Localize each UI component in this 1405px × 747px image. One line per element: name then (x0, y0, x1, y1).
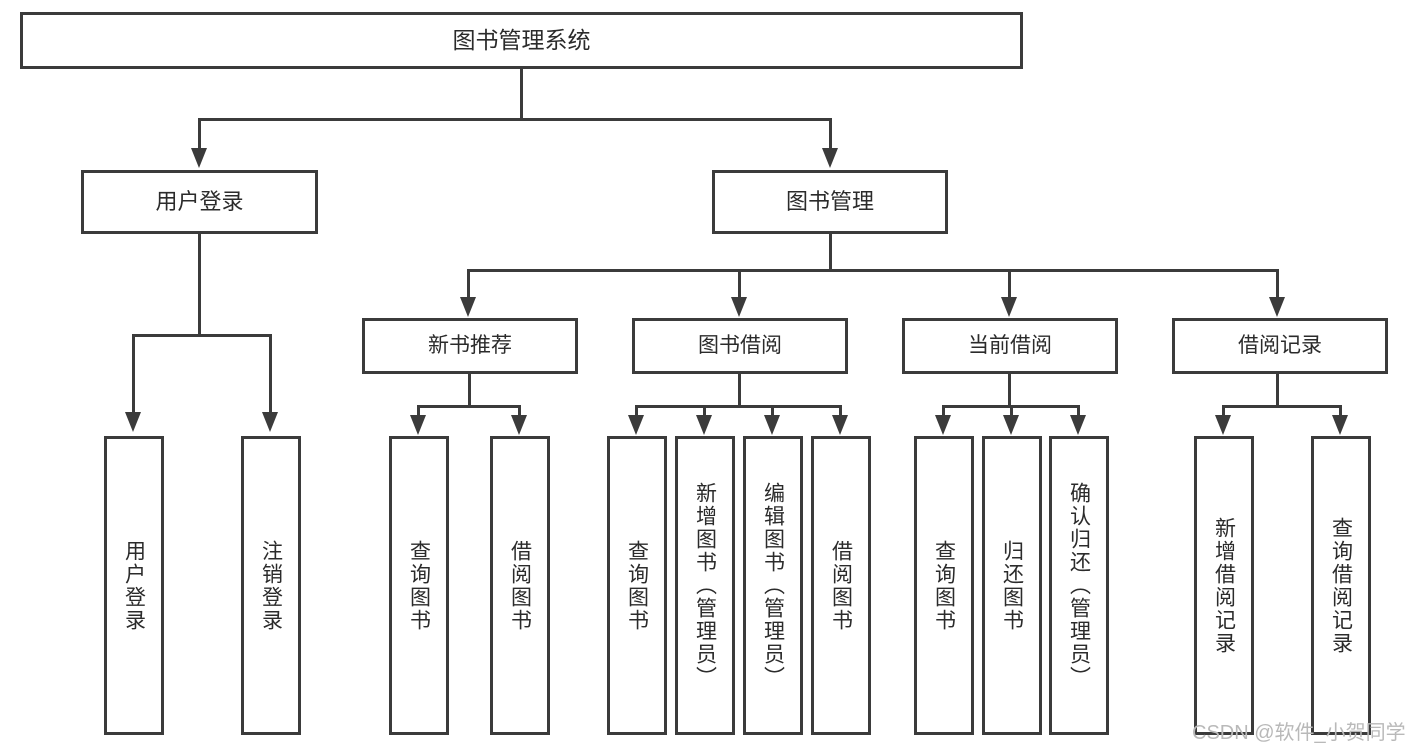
leaf-logout-label: 注销登录 (259, 539, 283, 632)
connector-to-new-book-recommend (467, 269, 470, 299)
arrowhead-leaf6 (696, 415, 712, 435)
connector-book-borrow-bar (635, 405, 842, 408)
leaf-query-book-current-label: 查询图书 (932, 539, 956, 632)
node-borrow-record[interactable]: 借阅记录 (1172, 318, 1388, 374)
connector-book-borrow-stem (738, 374, 741, 408)
arrowhead-leaf2 (262, 412, 278, 432)
node-new-book-recommend-label: 新书推荐 (428, 333, 512, 357)
connector-to-book-borrow (738, 269, 741, 299)
leaf-return-book[interactable]: 归还图书 (982, 436, 1042, 735)
connector-user-login-stem (198, 234, 201, 336)
leaf-logout[interactable]: 注销登录 (241, 436, 301, 735)
leaf-edit-book-admin-label: 编辑图书（管理员） (761, 482, 785, 689)
leaf-add-borrow-record[interactable]: 新增借阅记录 (1194, 436, 1254, 735)
arrowhead-book-borrow (731, 297, 747, 317)
connector-cb-leaf11 (1077, 405, 1080, 417)
connector-bb-leaf8 (839, 405, 842, 417)
node-current-borrow-label: 当前借阅 (968, 333, 1052, 357)
leaf-query-book-recommend-label: 查询图书 (407, 539, 431, 632)
node-book-borrow[interactable]: 图书借阅 (632, 318, 848, 374)
leaf-borrow-book-recommend[interactable]: 借阅图书 (490, 436, 550, 735)
node-root[interactable]: 图书管理系统 (20, 12, 1023, 69)
arrowhead-leaf4 (511, 415, 527, 435)
connector-to-current-borrow (1008, 269, 1011, 299)
leaf-query-book-current[interactable]: 查询图书 (914, 436, 974, 735)
node-book-manage[interactable]: 图书管理 (712, 170, 948, 234)
arrowhead-leaf11 (1070, 415, 1086, 435)
connector-bb-leaf7 (771, 405, 774, 417)
leaf-borrow-book[interactable]: 借阅图书 (811, 436, 871, 735)
arrowhead-leaf1 (125, 412, 141, 432)
arrowhead-leaf3 (410, 415, 426, 435)
connector-root-to-book-manage (829, 118, 832, 151)
node-book-borrow-label: 图书借阅 (698, 333, 782, 357)
leaf-borrow-book-recommend-label: 借阅图书 (508, 539, 532, 632)
csdn-watermark: CSDN @软件_小贺同学 (1192, 722, 1405, 744)
connector-nbr-leaf3 (417, 405, 420, 417)
node-new-book-recommend[interactable]: 新书推荐 (362, 318, 578, 374)
connector-bb-leaf5 (635, 405, 638, 417)
leaf-query-book-borrow[interactable]: 查询图书 (607, 436, 667, 735)
arrowhead-new-book-recommend (460, 297, 476, 317)
leaf-query-book-borrow-label: 查询图书 (625, 539, 649, 632)
node-user-login-label: 用户登录 (155, 189, 244, 215)
connector-user-login-to-leaf2 (269, 334, 272, 414)
leaf-borrow-book-label: 借阅图书 (829, 539, 853, 632)
connector-user-login-bar (132, 334, 271, 337)
arrowhead-borrow-record (1269, 297, 1285, 317)
arrowhead-leaf5 (628, 415, 644, 435)
leaf-confirm-return-admin[interactable]: 确认归还（管理员） (1049, 436, 1109, 735)
connector-borrow-record-bar (1222, 405, 1342, 408)
leaf-add-book-admin[interactable]: 新增图书（管理员） (675, 436, 735, 735)
connector-br-leaf13 (1339, 405, 1342, 417)
arrowhead-leaf8 (832, 415, 848, 435)
connector-book-manage-bar (467, 269, 1279, 272)
leaf-edit-book-admin[interactable]: 编辑图书（管理员） (743, 436, 803, 735)
connector-new-book-recommend-bar (417, 405, 521, 408)
node-book-manage-label: 图书管理 (785, 189, 874, 215)
leaf-user-login-label: 用户登录 (122, 539, 146, 632)
connector-to-borrow-record (1276, 269, 1279, 299)
connector-cb-leaf10 (1010, 405, 1013, 417)
leaf-add-book-admin-label: 新增图书（管理员） (693, 482, 717, 689)
connector-br-leaf12 (1222, 405, 1225, 417)
arrowhead-current-borrow (1001, 297, 1017, 317)
leaf-query-borrow-record[interactable]: 查询借阅记录 (1311, 436, 1371, 735)
connector-user-login-to-leaf1 (132, 334, 135, 414)
node-user-login[interactable]: 用户登录 (81, 170, 318, 234)
node-current-borrow[interactable]: 当前借阅 (902, 318, 1118, 374)
connector-book-manage-stem (829, 234, 832, 272)
connector-root-bar (198, 118, 832, 121)
connector-nbr-leaf4 (518, 405, 521, 417)
connector-root-to-user-login (198, 118, 201, 151)
arrowhead-leaf13 (1332, 415, 1348, 435)
arrowhead-root-to-book-manage (822, 148, 838, 168)
node-root-label: 图书管理系统 (452, 26, 591, 53)
arrowhead-leaf7 (764, 415, 780, 435)
leaf-query-borrow-record-label: 查询借阅记录 (1329, 516, 1353, 655)
node-borrow-record-label: 借阅记录 (1238, 333, 1322, 357)
connector-root-stem (520, 69, 523, 119)
leaf-return-book-label: 归还图书 (1000, 539, 1024, 632)
leaf-confirm-return-admin-label: 确认归还（管理员） (1067, 482, 1091, 689)
leaf-user-login[interactable]: 用户登录 (104, 436, 164, 735)
arrowhead-leaf9 (935, 415, 951, 435)
arrowhead-leaf12 (1215, 415, 1231, 435)
leaf-query-book-recommend[interactable]: 查询图书 (389, 436, 449, 735)
connector-borrow-record-stem (1276, 374, 1279, 408)
arrowhead-root-to-user-login (191, 148, 207, 168)
connector-current-borrow-stem (1008, 374, 1011, 408)
arrowhead-leaf10 (1003, 415, 1019, 435)
connector-cb-leaf9 (942, 405, 945, 417)
connector-new-book-recommend-stem (468, 374, 471, 408)
leaf-add-borrow-record-label: 新增借阅记录 (1212, 516, 1236, 655)
connector-bb-leaf6 (703, 405, 706, 417)
